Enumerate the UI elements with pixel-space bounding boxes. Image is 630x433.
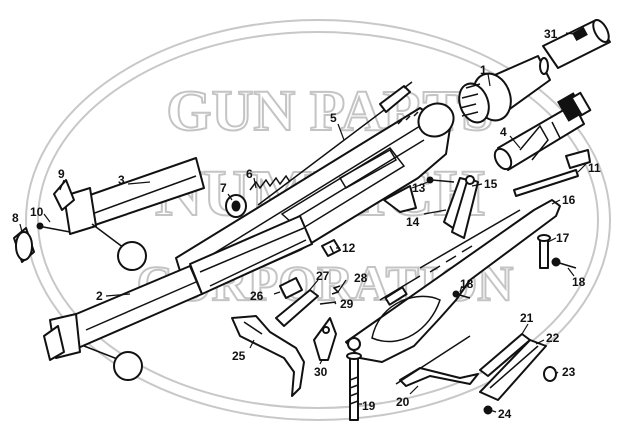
part-28-spring (331, 285, 341, 295)
callout-31: 31 (544, 27, 558, 41)
part-18-screw-right (551, 257, 577, 269)
part-6-spring (249, 174, 291, 191)
callout-19: 19 (362, 399, 376, 413)
part-15-sear (451, 175, 479, 239)
part-26-pin (279, 277, 303, 299)
callout-20: 20 (396, 395, 410, 409)
callout-13: 13 (412, 181, 426, 195)
part-30-sear (313, 317, 337, 361)
callout-18-right: 18 (572, 275, 586, 289)
part-13-pin (426, 176, 455, 184)
callout-16: 16 (562, 193, 576, 207)
callout-5: 5 (330, 111, 337, 125)
callout-1: 1 (480, 63, 487, 77)
part-11-ejector (513, 149, 591, 197)
part-2-bolt-assembly (43, 215, 313, 381)
callout-7: 7 (220, 181, 227, 195)
part-20-spring (395, 335, 479, 387)
leader-lines (19, 32, 587, 413)
part-24-screw (483, 405, 493, 415)
callout-27: 27 (316, 269, 330, 283)
callout-6: 6 (246, 167, 253, 181)
callout-4: 4 (500, 125, 507, 139)
callout-3: 3 (118, 173, 125, 187)
part-19-guard-screw (346, 352, 362, 421)
callout-2: 2 (96, 289, 103, 303)
callout-18-center: 18 (460, 277, 474, 291)
part-29-pin (319, 301, 337, 305)
part-1-shroud (458, 55, 551, 124)
callout-21: 21 (520, 311, 534, 325)
part-7-nut (225, 194, 247, 218)
callout-26: 26 (250, 289, 264, 303)
callout-12: 12 (342, 241, 356, 255)
callout-30: 30 (314, 365, 328, 379)
callout-15: 15 (484, 177, 498, 191)
callout-14: 14 (406, 215, 420, 229)
callout-22: 22 (546, 331, 560, 345)
part-4-bolt-head (493, 91, 592, 171)
part-5-firing-pin (257, 81, 413, 206)
part-18-screw-center (452, 290, 471, 299)
part-16-trigger-guard (345, 199, 561, 363)
part-31-sleeve (542, 19, 611, 69)
watermark-oval (25, 19, 611, 421)
callout-17: 17 (556, 231, 570, 245)
part-17-pin (537, 234, 551, 269)
callout-8: 8 (12, 211, 19, 225)
callout-28: 28 (354, 271, 368, 285)
part-8-knob (13, 227, 35, 263)
callout-25: 25 (232, 349, 246, 363)
callout-11: 11 (588, 161, 601, 175)
callout-labels: 1 2 3 4 5 6 7 8 9 10 11 12 13 14 15 16 1… (12, 27, 601, 421)
callout-10: 10 (30, 205, 44, 219)
part-27-sear-spring (275, 289, 319, 327)
part-22-magazine-box (479, 339, 547, 401)
callout-9: 9 (58, 167, 65, 181)
part-10-screw (36, 222, 71, 233)
callout-24: 24 (498, 407, 512, 421)
callout-23: 23 (562, 365, 576, 379)
watermark-oval-inner (37, 31, 599, 409)
part-23-screw (543, 366, 557, 382)
part-3-bolt (53, 157, 205, 271)
part-12-screw (321, 239, 341, 257)
callout-29: 29 (340, 297, 354, 311)
